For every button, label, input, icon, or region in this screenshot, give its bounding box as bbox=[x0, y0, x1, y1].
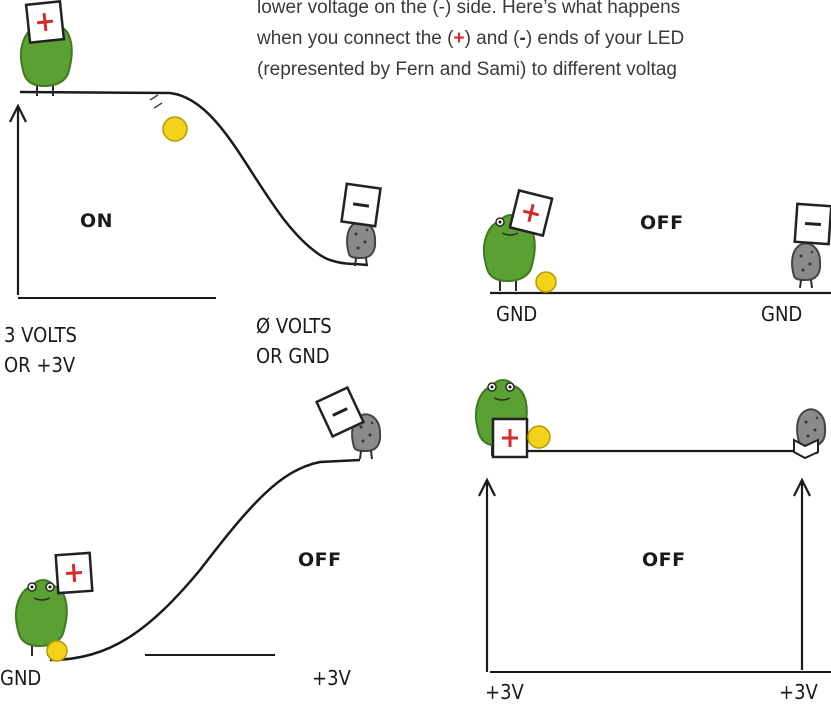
panel-off-gnd-3v bbox=[14, 386, 382, 662]
intro-line-1: lower voltage on the (-) side. Here’s wh… bbox=[257, 0, 681, 18]
panel-off-gnd-gnd bbox=[482, 188, 831, 295]
state-label-off: OFF bbox=[640, 212, 684, 234]
minus-symbol: - bbox=[519, 28, 526, 49]
voltage-label-ground: GND bbox=[496, 302, 538, 326]
sami-rock bbox=[346, 220, 377, 267]
minus-sign-card bbox=[793, 202, 831, 246]
panel-off-3v-3v bbox=[474, 379, 831, 673]
minus-sign-card bbox=[340, 182, 382, 228]
voltage-label-high: +3V bbox=[779, 680, 818, 704]
voltage-label-high: +3V bbox=[485, 680, 524, 704]
voltage-curve bbox=[19, 90, 369, 267]
voltage-label-high: 3 VOLTS OR +3V bbox=[4, 323, 77, 377]
state-label-on: ON bbox=[80, 210, 114, 232]
plus-sign-card bbox=[24, 0, 66, 45]
charge-ball bbox=[46, 640, 68, 662]
charge-ball bbox=[535, 271, 557, 293]
voltage-label-ground: Ø VOLTS OR GND bbox=[256, 314, 332, 368]
voltage-curve bbox=[49, 458, 361, 662]
intro-line-3: (represented by Fern and Sami) to differ… bbox=[257, 59, 677, 80]
open-book bbox=[793, 438, 819, 460]
state-label-off: OFF bbox=[298, 549, 342, 571]
sami-rock bbox=[791, 242, 822, 289]
plus-sign-card bbox=[508, 188, 554, 238]
motion-marks bbox=[149, 94, 163, 109]
intro-line-2: when you connect the (+) and (-) ends of… bbox=[257, 28, 685, 49]
state-label-off: OFF bbox=[642, 549, 686, 571]
plus-sign-card bbox=[54, 551, 94, 595]
plus-symbol: + bbox=[453, 28, 465, 49]
panel-on bbox=[9, 0, 382, 299]
charge-ball bbox=[527, 425, 551, 449]
voltage-label-ground: GND bbox=[761, 302, 803, 326]
voltage-label-ground: GND bbox=[0, 666, 42, 690]
plus-sign-card bbox=[491, 417, 529, 459]
voltage-label-high: +3V bbox=[312, 666, 351, 690]
intro-text: lower voltage on the (-) side. Here’s wh… bbox=[257, 0, 831, 85]
charge-ball bbox=[162, 116, 188, 142]
